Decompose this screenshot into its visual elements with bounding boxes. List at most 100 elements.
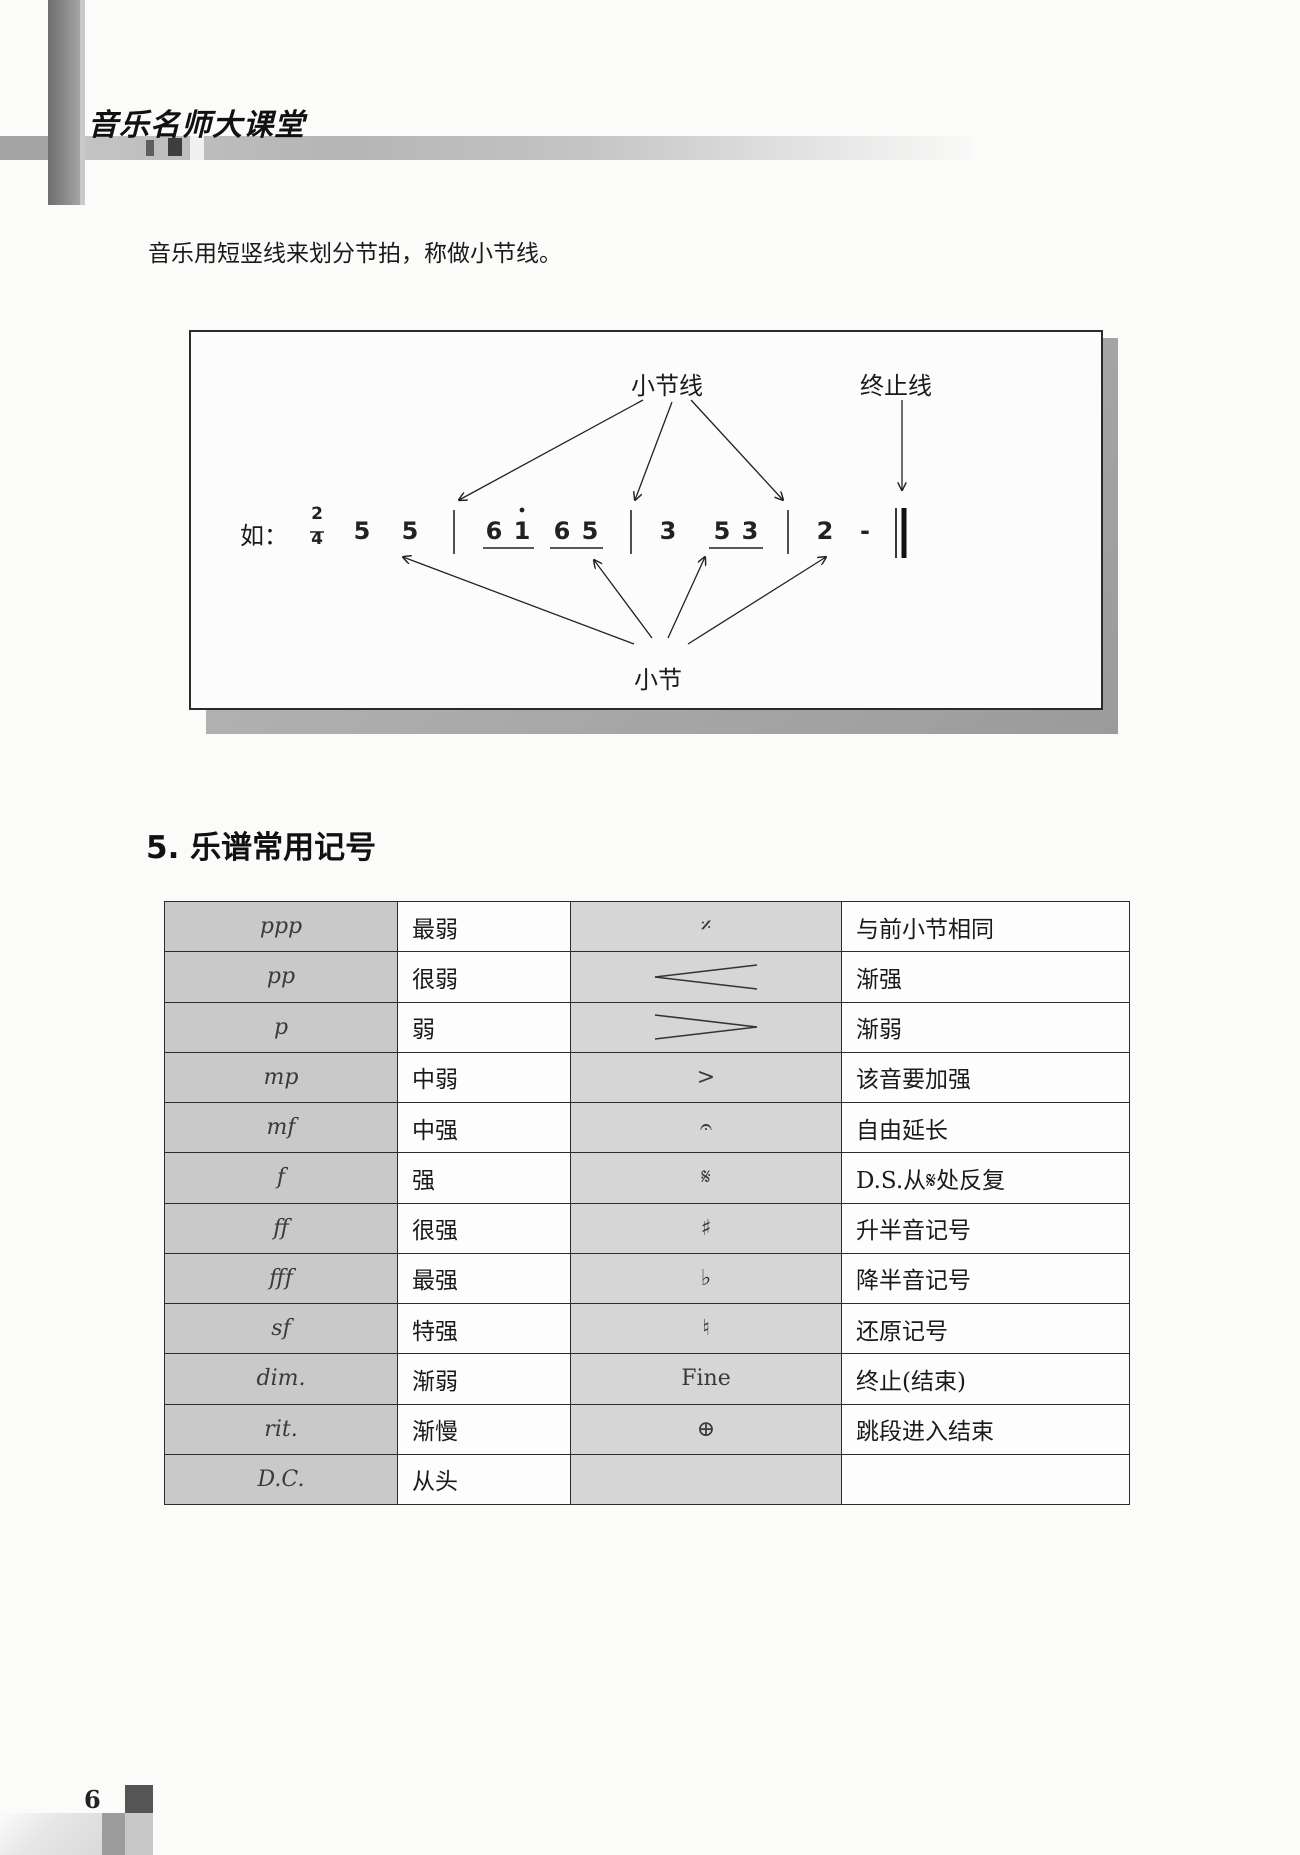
book-series-title: 音乐名师大课堂 <box>88 108 305 143</box>
repeat-measure-symbol: 𝄎 <box>570 900 842 953</box>
dynamic-symbol: p <box>164 1001 398 1053</box>
table-row: fff 最强 ♭ 降半音记号 <box>164 1252 1130 1305</box>
table-row: f 强 𝄋 D.S.从𝄋处反复 <box>164 1152 1130 1204</box>
dynamic-symbol: pp <box>164 951 398 1003</box>
note-m2b: 1 <box>513 517 531 545</box>
table-row: p 弱 渐弱 <box>164 1001 1130 1053</box>
decrescendo-cell <box>570 1001 842 1053</box>
symbol-meaning: D.S.从𝄋处反复 <box>841 1152 1130 1204</box>
table-row: sf 特强 ♮ 还原记号 <box>164 1302 1130 1355</box>
finalline-label: 终止线 <box>860 372 932 400</box>
note-m1a: 5 <box>353 517 371 545</box>
dynamic-meaning: 最强 <box>397 1252 571 1305</box>
header-band-dark <box>0 136 48 160</box>
dynamic-symbol: sf <box>164 1302 398 1355</box>
segno-symbol: 𝄋 <box>570 1152 842 1204</box>
measure-label: 小节 <box>634 666 682 694</box>
note-m4a: 2 <box>816 517 834 545</box>
symbol-meaning: 与前小节相同 <box>841 900 1130 953</box>
repeat-meaning: 从头 <box>397 1453 571 1506</box>
tempo-symbol: rit. <box>164 1403 398 1455</box>
table-row: ff 很强 ♯ 升半音记号 <box>164 1202 1130 1254</box>
page-number: 6 <box>84 1785 101 1814</box>
symbol-meaning: 升半音记号 <box>841 1202 1130 1254</box>
header-vertical-bar <box>48 0 80 205</box>
symbol-meaning: 降半音记号 <box>841 1252 1130 1305</box>
footer-square-dark <box>125 1785 153 1813</box>
note-m4b: - <box>860 517 870 545</box>
crescendo-hairpin-icon <box>654 964 758 990</box>
fine-symbol: Fine <box>570 1353 842 1405</box>
time-sig-bottom: 4 <box>311 529 323 549</box>
arrow-barline-3 <box>690 399 783 500</box>
table-row: rit. 渐慢 ⊕ 跳段进入结束 <box>164 1403 1130 1455</box>
symbol-meaning: 自由延长 <box>841 1101 1130 1154</box>
table-row: mp 中弱 > 该音要加强 <box>164 1051 1130 1104</box>
dynamic-symbol: ff <box>164 1202 398 1254</box>
example-prefix: 如： <box>240 522 288 550</box>
symbol-meaning: 还原记号 <box>841 1302 1130 1355</box>
barline-label: 小节线 <box>631 372 703 400</box>
section-title: 5. 乐谱常用记号 <box>146 830 377 866</box>
symbol-meaning: 渐强 <box>841 951 1130 1003</box>
natural-symbol: ♮ <box>570 1302 842 1355</box>
empty-meaning-cell <box>841 1453 1130 1506</box>
high-octave-dot <box>519 507 525 513</box>
crescendo-cell <box>570 951 842 1003</box>
note-m3b: 5 <box>713 517 731 545</box>
dynamic-symbol: mp <box>164 1051 398 1104</box>
intro-paragraph: 音乐用短竖线来划分节拍，称做小节线。 <box>148 241 562 267</box>
table-row: pp 很弱 渐强 <box>164 951 1130 1003</box>
fermata-symbol: 𝄐 <box>570 1101 842 1154</box>
dynamic-meaning: 特强 <box>397 1302 571 1355</box>
note-m3c: 3 <box>741 517 759 545</box>
dynamic-symbol: ppp <box>164 900 398 953</box>
header-band-gap <box>190 136 204 160</box>
dynamic-meaning: 最弱 <box>397 900 571 953</box>
note-m2c: 6 <box>553 517 571 545</box>
dynamic-meaning: 中强 <box>397 1101 571 1154</box>
table-row: mf 中强 𝄐 自由延长 <box>164 1101 1130 1154</box>
table-row: ppp 最弱 𝄎 与前小节相同 <box>164 900 1130 953</box>
symbol-meaning: 该音要加强 <box>841 1051 1130 1104</box>
footer-band <box>0 1813 102 1855</box>
dynamic-symbol: fff <box>164 1252 398 1305</box>
coda-symbol: ⊕ <box>570 1403 842 1455</box>
symbol-meaning: 终止(结束) <box>841 1353 1130 1405</box>
dynamic-meaning: 强 <box>397 1152 571 1204</box>
decrescendo-hairpin-icon <box>654 1014 758 1040</box>
note-m1b: 5 <box>401 517 419 545</box>
arrow-measure-4 <box>687 557 826 645</box>
arrow-barline-1 <box>459 399 644 500</box>
sharp-symbol: ♯ <box>570 1202 842 1254</box>
dynamic-symbol: mf <box>164 1101 398 1154</box>
symbols-table: ppp 最弱 𝄎 与前小节相同 pp 很弱 渐强 p 弱 <box>164 900 1130 1506</box>
header-square <box>168 138 182 156</box>
header-square-small <box>146 140 154 156</box>
footer-square-light <box>125 1813 153 1855</box>
accent-symbol: > <box>570 1051 842 1104</box>
note-m2d: 5 <box>581 517 599 545</box>
arrow-barline-2 <box>635 401 673 500</box>
tempo-meaning: 渐慢 <box>397 1403 571 1455</box>
tempo-symbol: dim. <box>164 1353 398 1405</box>
note-m3a: 3 <box>659 517 677 545</box>
tempo-meaning: 渐弱 <box>397 1353 571 1405</box>
repeat-symbol: D.C. <box>164 1453 398 1506</box>
table-row: dim. 渐弱 Fine 终止(结束) <box>164 1353 1130 1405</box>
empty-symbol-cell <box>570 1453 842 1506</box>
symbol-meaning: 渐弱 <box>841 1001 1130 1053</box>
dynamic-meaning: 很弱 <box>397 951 571 1003</box>
figure-annotations <box>310 399 1105 645</box>
dynamic-meaning: 很强 <box>397 1202 571 1254</box>
notation-figure: 小节线 终止线 小节 如： 2 4 5 5 6 1 6 5 3 5 3 2 - <box>189 330 1103 710</box>
time-sig-top: 2 <box>311 504 323 524</box>
arrow-measure-3 <box>667 557 705 639</box>
note-m2a: 6 <box>485 517 503 545</box>
table-row: D.C. 从头 <box>164 1453 1130 1506</box>
dynamic-meaning: 弱 <box>397 1001 571 1053</box>
arrow-measure-1 <box>403 557 635 645</box>
arrow-measure-2 <box>594 560 653 639</box>
dynamic-meaning: 中弱 <box>397 1051 571 1104</box>
header-band <box>0 136 970 160</box>
